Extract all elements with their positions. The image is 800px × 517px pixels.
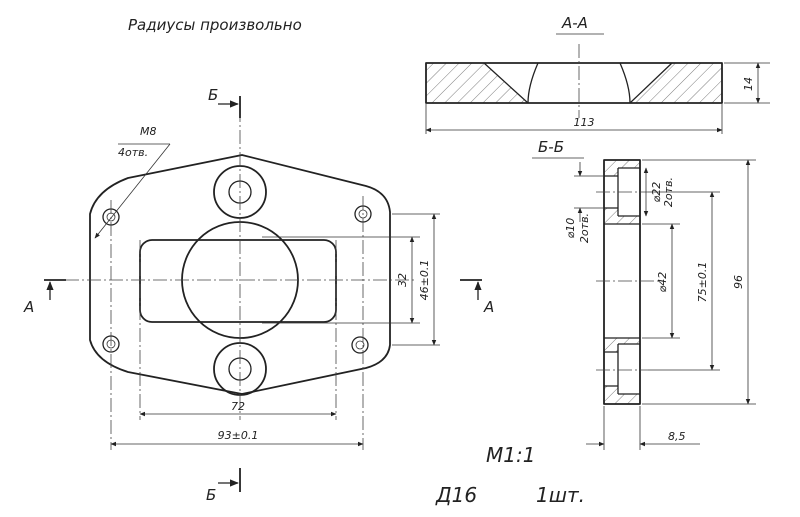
section-aa-label: А-А bbox=[561, 14, 588, 32]
section-bb: Б-Б 96 75±0.1 ⌀42 bbox=[532, 138, 756, 450]
dim-inner-span: 72 bbox=[231, 400, 245, 413]
dim-pocket-height: 32 bbox=[396, 273, 409, 287]
dim-bb-height: 96 bbox=[732, 275, 745, 289]
section-aa: А-А 113 14 bbox=[425, 14, 770, 134]
dim-hole-spacing: 46±0.1 bbox=[418, 260, 431, 301]
thread-size: М8 bbox=[140, 125, 157, 138]
plate-outline bbox=[89, 154, 391, 395]
plan-view: М8 4отв. 32 46±0.1 72 93±0.1 Б Б А А bbox=[23, 86, 494, 504]
pocket bbox=[139, 239, 337, 323]
cut-a-right: А bbox=[483, 298, 494, 316]
thread-count: 4отв. bbox=[118, 146, 148, 159]
dim-bb-cbore-count: 2отв. bbox=[662, 177, 675, 207]
scale-label: М1:1 bbox=[486, 443, 535, 467]
dim-aa-thickness: 14 bbox=[742, 77, 755, 91]
cut-b-top: Б bbox=[208, 86, 218, 104]
aa-hatch-right bbox=[630, 63, 722, 103]
note-radii: Радиусы произвольно bbox=[128, 16, 302, 34]
dim-bb-hole-count: 2отв. bbox=[578, 213, 591, 243]
dim-bb-cbore: ⌀22 bbox=[650, 182, 663, 203]
material-label: Д16 bbox=[435, 483, 477, 507]
quantity-label: 1шт. bbox=[536, 483, 585, 507]
tapped-hole-br bbox=[351, 336, 369, 354]
dim-bb-hole-spacing: 75±0.1 bbox=[696, 262, 709, 303]
cut-a-left: А bbox=[23, 298, 34, 316]
section-bb-label: Б-Б bbox=[538, 138, 564, 156]
dim-bb-hole: ⌀10 bbox=[564, 218, 577, 239]
dim-bb-center-dia: ⌀42 bbox=[656, 272, 669, 293]
cut-b-bottom: Б bbox=[206, 486, 216, 504]
dim-bb-thickness: 8,5 bbox=[668, 430, 686, 443]
dim-plan-width: 93±0.1 bbox=[218, 429, 259, 442]
aa-hatch-left bbox=[426, 63, 528, 103]
dim-aa-length: 113 bbox=[574, 116, 595, 129]
